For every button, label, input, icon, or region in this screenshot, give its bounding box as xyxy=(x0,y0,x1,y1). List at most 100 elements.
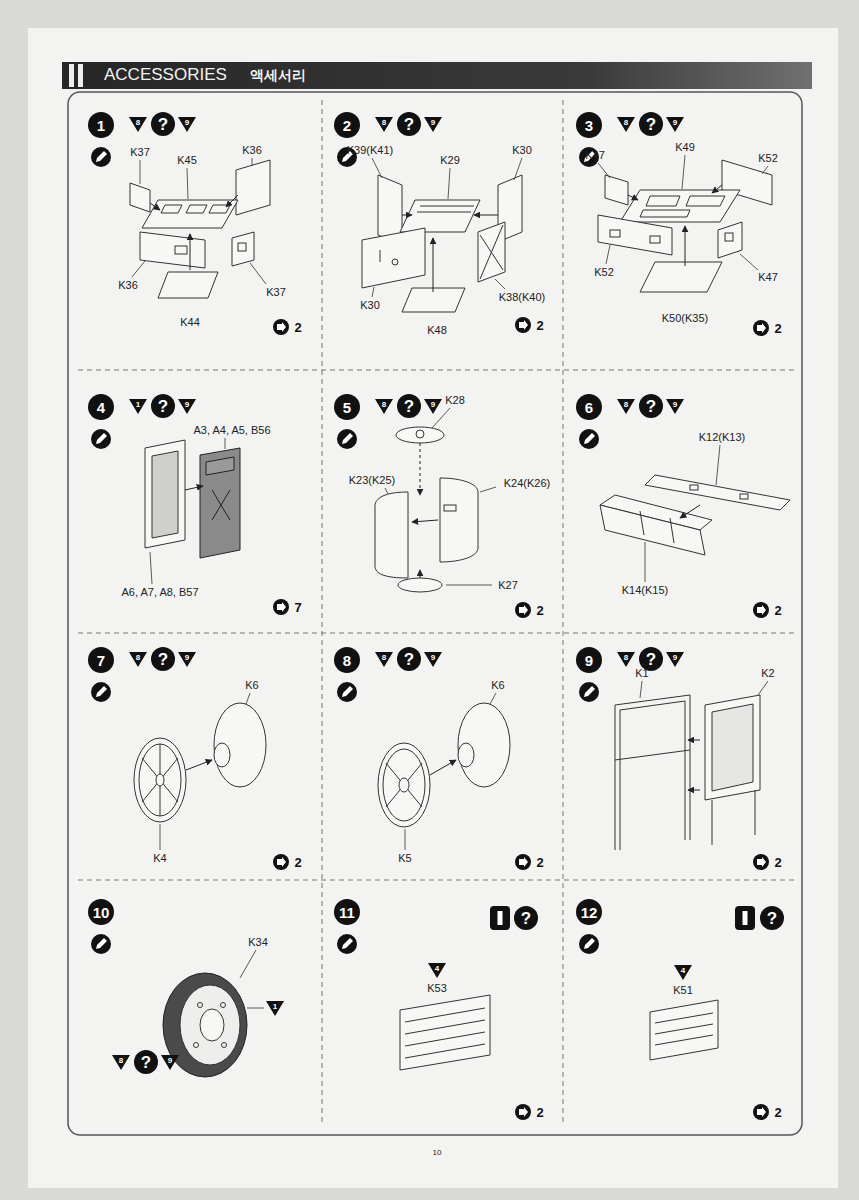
symbol-text: 1 xyxy=(97,117,105,134)
part-number: K1 xyxy=(635,667,648,680)
part-number: K45 xyxy=(177,154,197,167)
symbol-text: 9 xyxy=(585,652,593,669)
cement-icon xyxy=(91,934,111,954)
step-number: 7 xyxy=(88,647,114,673)
parts xyxy=(130,160,790,1077)
triangle-fill xyxy=(129,652,147,667)
paint-triangle: 9 xyxy=(178,117,196,132)
part-number: K36 xyxy=(242,144,262,157)
triangle-fill xyxy=(428,963,446,978)
symbol-text: ? xyxy=(158,650,168,669)
symbol-text: ? xyxy=(404,397,414,416)
header-stripe xyxy=(69,64,74,87)
symbol-text: 1 xyxy=(273,1001,277,1011)
paint-triangle: 8 xyxy=(129,652,147,667)
quantity-number: 2 xyxy=(536,1105,543,1120)
quantity-icon xyxy=(753,320,769,336)
symbol-text: 1 xyxy=(136,399,140,409)
paint-triangle: 4 xyxy=(674,965,692,980)
quantity-icon xyxy=(753,854,769,870)
header-stripe xyxy=(78,64,83,87)
part-number: K12(K13) xyxy=(699,431,745,444)
part-number: K53 xyxy=(427,982,447,995)
symbol-text: 9 xyxy=(185,652,189,662)
triangle-fill xyxy=(617,399,635,414)
header-subtitle: 액세서리 xyxy=(250,67,306,83)
symbol-text: ? xyxy=(404,115,414,134)
paint-triangle: 8 xyxy=(375,399,393,414)
triangle-fill xyxy=(617,652,635,667)
paint-query-symbol: ? xyxy=(151,112,175,136)
part-number: K28 xyxy=(445,394,465,407)
frame xyxy=(68,92,802,1135)
paint-triangle: 9 xyxy=(424,399,442,414)
cement-icon xyxy=(579,934,599,954)
assembly-arrows xyxy=(150,185,722,790)
quantity-icon xyxy=(273,319,289,335)
quantity-icon xyxy=(753,602,769,618)
paint-query-symbol: ? xyxy=(151,647,175,671)
paint-triangle: 9 xyxy=(178,652,196,667)
symbol-text: 3 xyxy=(585,117,593,134)
symbol-text: 9 xyxy=(168,1055,172,1065)
step-number: 12 xyxy=(576,899,602,925)
part-number: K37 xyxy=(130,146,150,159)
symbol-text: 9 xyxy=(673,652,677,662)
paint-triangle: 8 xyxy=(375,117,393,132)
part-number: A6, A7, A8, B57 xyxy=(121,586,198,599)
symbol-text: 12 xyxy=(581,904,598,921)
symbol-text: ? xyxy=(141,1053,151,1072)
triangle-fill xyxy=(178,652,196,667)
cement-icon xyxy=(337,934,357,954)
symbol-text: ? xyxy=(767,909,777,928)
symbol-text: 8 xyxy=(136,652,140,662)
part-number: K49 xyxy=(675,141,695,154)
paint-query-symbol: ? xyxy=(514,906,538,930)
triangle-fill xyxy=(178,117,196,132)
triangle-fill xyxy=(424,117,442,132)
quantity-number: 2 xyxy=(774,855,781,870)
grid-lines xyxy=(78,100,794,1125)
step-number: 4 xyxy=(88,394,114,420)
paint-query-symbol: ? xyxy=(639,394,663,418)
step-number: 10 xyxy=(88,899,114,925)
paint-triangle: 9 xyxy=(666,399,684,414)
option-icon xyxy=(490,906,510,930)
symbol-text: 2 xyxy=(343,117,351,134)
symbol-text: 9 xyxy=(431,399,435,409)
paint-triangle: 8 xyxy=(112,1055,130,1070)
quantity-number: 2 xyxy=(294,320,301,335)
triangle-fill xyxy=(424,652,442,667)
triangle-fill xyxy=(666,399,684,414)
paint-triangle: 9 xyxy=(161,1055,179,1070)
quantity-icon xyxy=(273,599,289,615)
quantity-number: 2 xyxy=(536,855,543,870)
step-number: 2 xyxy=(334,112,360,138)
quantity-icon xyxy=(515,317,531,333)
paint-query-symbol: ? xyxy=(397,394,421,418)
part-number: K47 xyxy=(585,149,605,162)
step-number: 9 xyxy=(576,647,602,673)
symbol-text: 7 xyxy=(97,652,105,669)
triangle-fill xyxy=(375,117,393,132)
part-number: K29 xyxy=(440,154,460,167)
symbol-text: 8 xyxy=(382,652,386,662)
triangle-fill xyxy=(666,117,684,132)
triangle-fill xyxy=(617,117,635,132)
quantity-icon xyxy=(515,602,531,618)
symbol-text: ? xyxy=(158,397,168,416)
step-number: 11 xyxy=(334,899,360,925)
part-number: K24(K26) xyxy=(504,477,550,490)
part-number: K37 xyxy=(266,286,286,299)
header-bar xyxy=(62,62,812,89)
cement-icon xyxy=(337,429,357,449)
quantity-number: 2 xyxy=(536,318,543,333)
paint-triangle: 8 xyxy=(129,117,147,132)
triangle-fill xyxy=(674,965,692,980)
triangle-fill xyxy=(375,652,393,667)
part-number: K34 xyxy=(248,936,268,949)
symbol-text: 5 xyxy=(343,399,351,416)
paint-triangle: 8 xyxy=(617,117,635,132)
